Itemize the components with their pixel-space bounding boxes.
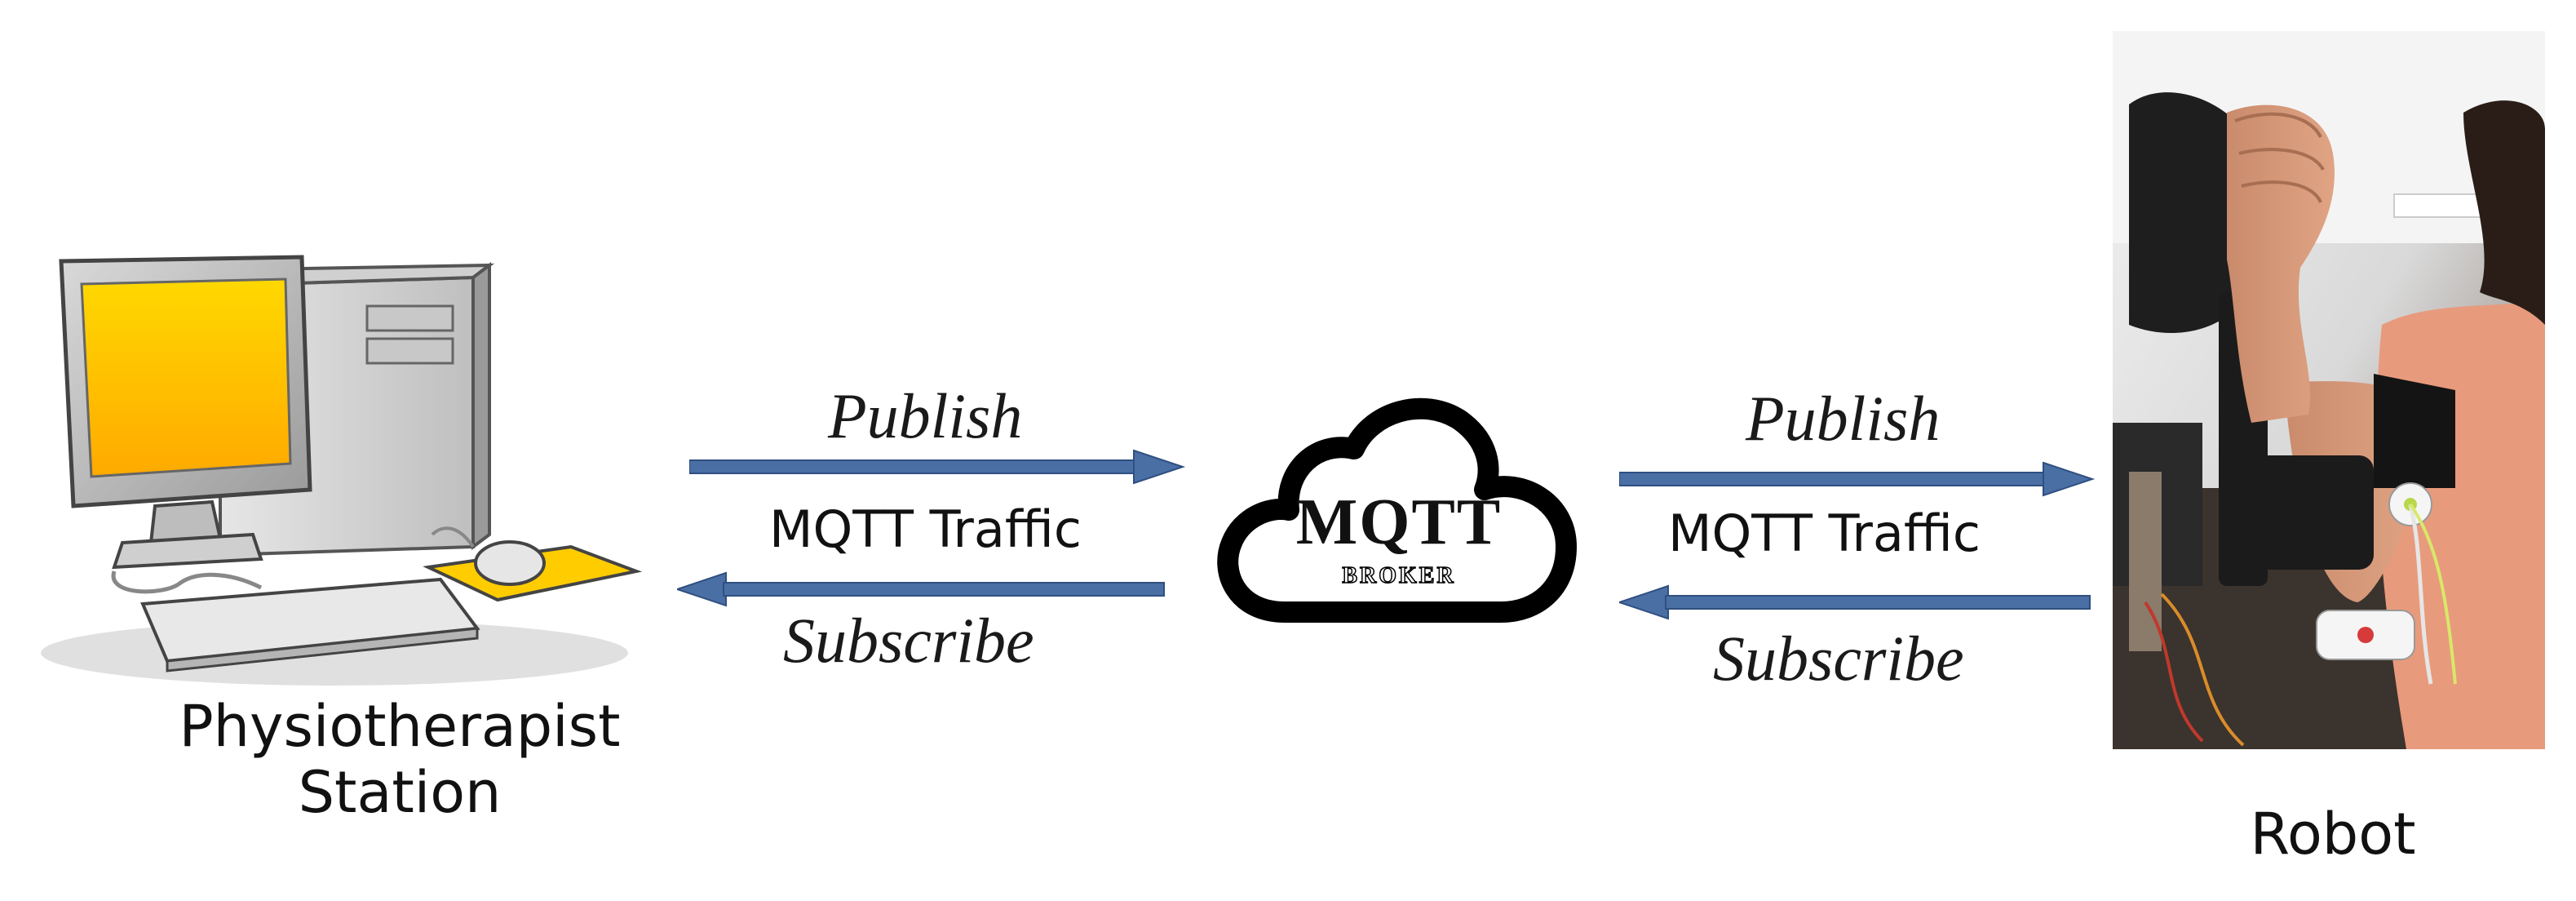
robot-label: Robot	[2250, 801, 2416, 868]
left-subscribe-label: Subscribe	[783, 605, 1034, 676]
station-label: Physiotherapist Station	[147, 694, 653, 825]
left-traffic-label: MQTT Traffic	[769, 499, 1082, 559]
broker-node: MQTT BROKER	[1207, 384, 1591, 637]
computer-node	[16, 245, 653, 702]
robot-node	[2113, 31, 2545, 749]
right-traffic-label: MQTT Traffic	[1668, 504, 1981, 563]
right-publish-arrow	[1619, 461, 2096, 497]
desktop-computer-icon	[41, 255, 643, 686]
robot-photo	[2113, 31, 2545, 749]
right-subscribe-arrow	[1619, 584, 2091, 620]
left-subscribe-arrow	[677, 571, 1165, 607]
station-label-line1: Physiotherapist	[179, 693, 621, 760]
broker-title: MQTT	[1295, 486, 1503, 558]
left-publish-arrow	[689, 449, 1186, 485]
right-subscribe-label: Subscribe	[1713, 623, 1964, 694]
left-publish-label: Publish	[828, 380, 1023, 451]
broker-subtitle: BROKER	[1342, 562, 1456, 589]
right-publish-label: Publish	[1746, 383, 1941, 454]
station-label-line2: Station	[298, 758, 502, 826]
cloud-icon	[1217, 397, 1577, 623]
